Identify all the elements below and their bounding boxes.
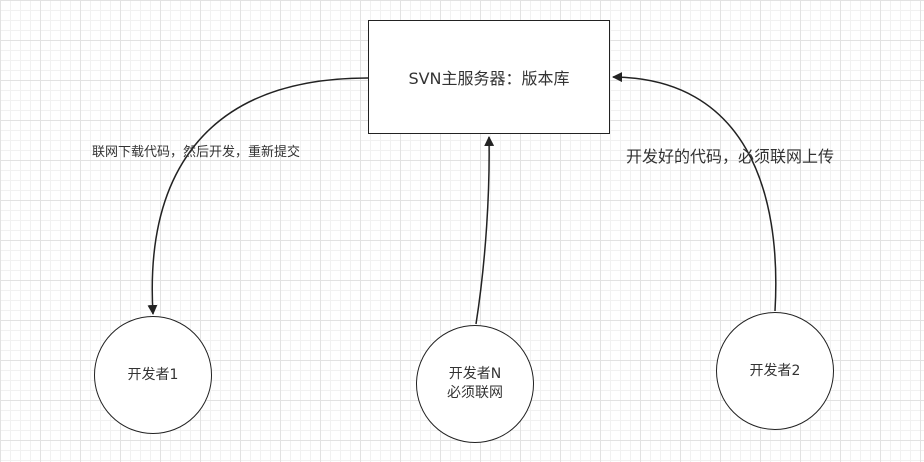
svn-server-label: SVN主服务器：版本库 (408, 69, 570, 88)
developer-n-node[interactable]: 开发者N 必须联网 (416, 325, 534, 443)
developer-n-label: 开发者N (448, 366, 502, 383)
developer-2-node[interactable]: 开发者2 (716, 312, 834, 430)
edge-label-download: 联网下载代码，然后开发，重新提交 (92, 145, 301, 160)
svn-server-node[interactable]: SVN主服务器：版本库 (368, 20, 610, 134)
edge-server-to-dev1 (147, 77, 369, 315)
developer-2-label: 开发者2 (749, 362, 801, 379)
developer-n-note: 必须联网 (447, 385, 503, 401)
edge-devN-to-server (475, 136, 495, 325)
edge-label-upload: 开发好的代码，必须联网上传 (626, 147, 835, 166)
edge-dev2-to-server (612, 72, 777, 312)
developer-1-label: 开发者1 (127, 366, 179, 383)
developer-1-node[interactable]: 开发者1 (94, 316, 212, 434)
